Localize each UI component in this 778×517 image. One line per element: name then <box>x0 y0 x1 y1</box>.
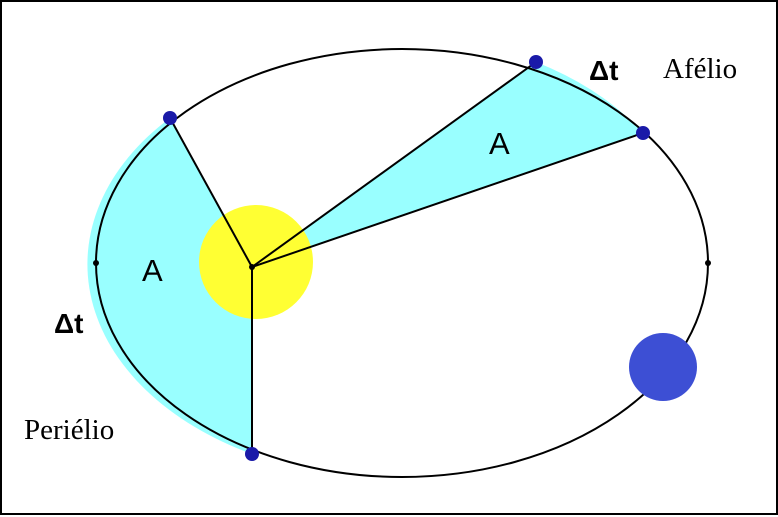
area-aphelion-label: A <box>489 126 510 161</box>
area-perihelion-label: A <box>142 253 163 288</box>
focus-point <box>249 264 255 270</box>
swept-area-perihelion <box>87 118 252 454</box>
sun <box>199 205 313 319</box>
delta-t-perihelion-label: Δt <box>54 308 83 339</box>
vertex-left <box>93 260 99 266</box>
radius-line-perihelion-start <box>169 117 253 268</box>
orbit-point-aphelion-end <box>636 126 650 140</box>
orbit-point-perihelion-end <box>245 447 259 461</box>
swept-area-aphelion <box>252 62 643 267</box>
planet <box>629 333 697 401</box>
vertex-right <box>705 260 711 266</box>
delta-t-aphelion-label: Δt <box>589 55 618 86</box>
aphelion-label: Afélio <box>663 53 737 85</box>
orbit-point-aphelion-start <box>529 55 543 69</box>
radius-line-aphelion-start <box>251 61 537 268</box>
orbit-point-perihelion-start <box>163 111 177 125</box>
radius-line-aphelion-end <box>251 132 644 268</box>
perihelion-label: Periélio <box>24 414 114 446</box>
